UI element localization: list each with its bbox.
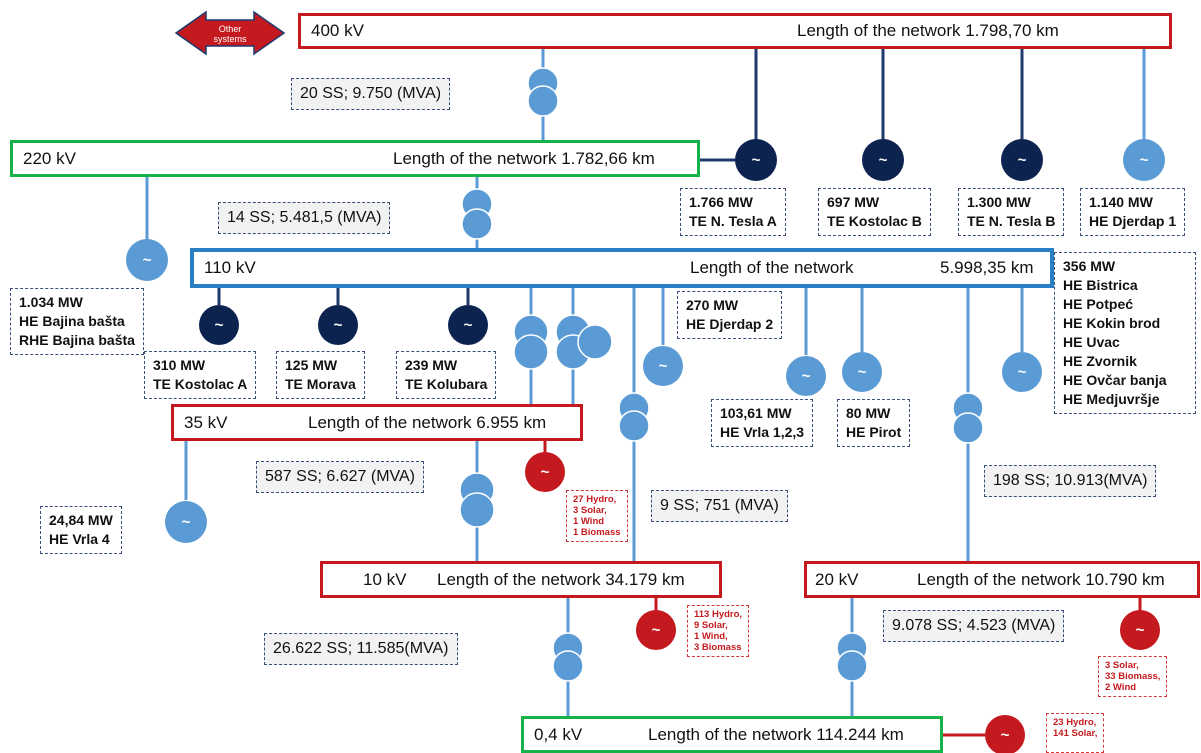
bus-04kv: 0,4 kV Length of the network 114.244 km [521, 716, 943, 753]
svg-text:~: ~ [879, 152, 888, 169]
svg-text:~: ~ [334, 317, 343, 334]
renewables-04kv: 23 Hydro,141 Solar, [1046, 713, 1105, 753]
gen-djerdap-2-icon: ~ [643, 346, 683, 386]
svg-text:~: ~ [802, 368, 811, 385]
substations-400: 20 SS; 9.750 (MVA) [291, 78, 451, 110]
gen-renewables-35-icon: ~ [525, 452, 565, 492]
substations-220: 14 SS; 5.481,5 (MVA) [218, 202, 391, 234]
bus-110kv: 110 kV Length of the network 5.998,35 km [190, 248, 1054, 288]
renewables-10kv: 113 Hydro,9 Solar,1 Wind,3 Biomass [687, 605, 750, 657]
substations-198: 198 SS; 10.913(MVA) [984, 465, 1157, 497]
svg-text:~: ~ [541, 464, 550, 481]
gen-bistrica-icon: ~ [1002, 352, 1042, 392]
svg-text:~: ~ [1018, 152, 1027, 169]
gen-kostolac-b-icon: ~ [862, 139, 904, 181]
svg-text:~: ~ [659, 358, 668, 375]
gen-renewables-04-icon: ~ [985, 715, 1025, 753]
gen-vrla-4-icon: ~ [165, 501, 207, 543]
substations-20: 9.078 SS; 4.523 (MVA) [883, 610, 1065, 642]
renewables-20kv: 3 Solar,33 Biomass,2 Wind [1098, 656, 1168, 697]
svg-text:~: ~ [464, 317, 473, 334]
svg-text:~: ~ [143, 252, 152, 269]
substations-35: 587 SS; 6.627 (MVA) [256, 461, 424, 493]
bus-220kv: 220 kV Length of the network 1.782,66 km [10, 140, 700, 177]
gen-kostolac-a-icon: ~ [199, 305, 239, 345]
gen-tesla-a-icon: ~ [735, 139, 777, 181]
substations-10: 26.622 SS; 11.585(MVA) [264, 633, 458, 665]
svg-text:~: ~ [652, 622, 661, 639]
gen-renewables-20-icon: ~ [1120, 610, 1160, 650]
substations-9: 9 SS; 751 (MVA) [651, 490, 788, 522]
bus-10kv: 10 kV Length of the network 34.179 km [320, 561, 722, 598]
svg-text:~: ~ [1001, 727, 1010, 744]
gen-kolubara-icon: ~ [448, 305, 488, 345]
gen-bajina-icon: ~ [126, 239, 168, 281]
gen-renewables-10-icon: ~ [636, 610, 676, 650]
gen-pirot-icon: ~ [842, 352, 882, 392]
gen-tesla-b-icon: ~ [1001, 139, 1043, 181]
svg-text:~: ~ [858, 364, 867, 381]
svg-text:~: ~ [182, 514, 191, 531]
svg-text:~: ~ [1140, 152, 1149, 169]
gen-djerdap-1-icon: ~ [1123, 139, 1165, 181]
svg-text:~: ~ [1018, 364, 1027, 381]
svg-text:~: ~ [1136, 622, 1145, 639]
bus-35kv: 35 kV Length of the network 6.955 km [171, 404, 583, 441]
other-systems-arrow [174, 10, 286, 56]
bus-400kv: 400 kV Length of the network 1.798,70 km [298, 13, 1172, 49]
bus-20kv: 20 kV Length of the network 10.790 km [804, 561, 1200, 598]
svg-text:~: ~ [752, 152, 761, 169]
gen-vrla-123-icon: ~ [786, 356, 826, 396]
gen-morava-icon: ~ [318, 305, 358, 345]
svg-text:~: ~ [215, 317, 224, 334]
